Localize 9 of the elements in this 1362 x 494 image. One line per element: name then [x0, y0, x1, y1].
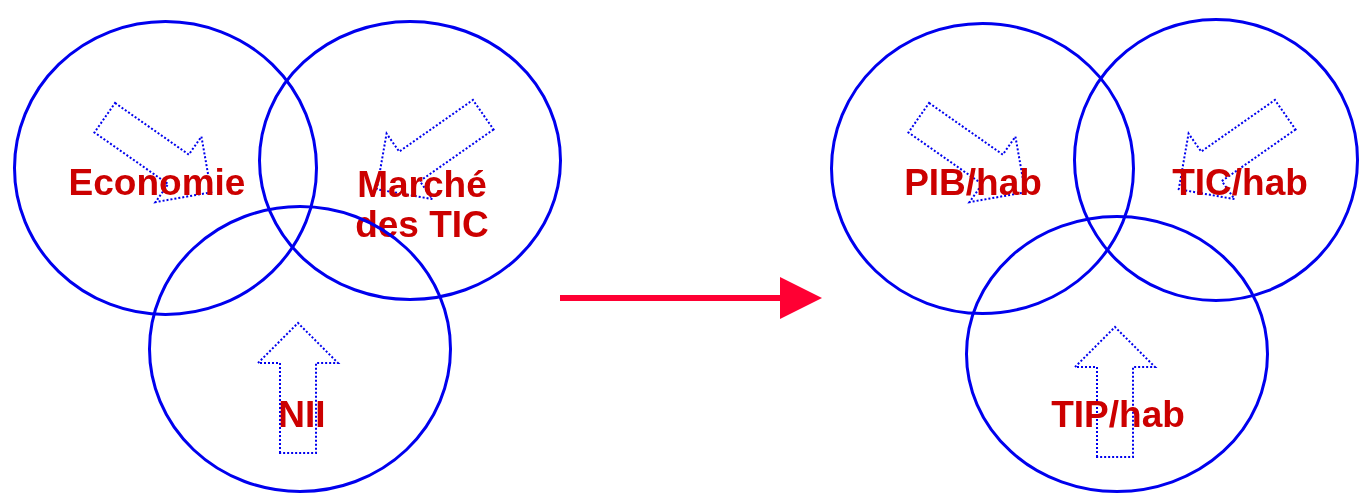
- venn-circle: [1073, 18, 1359, 302]
- venn-circle: [830, 22, 1135, 315]
- circle-label: TIP/hab: [1050, 395, 1186, 435]
- venn-circle: [258, 20, 562, 301]
- circle-label: PIB/hab: [903, 163, 1043, 203]
- circle-label: Economie: [67, 163, 247, 203]
- venn-circle: [13, 20, 318, 316]
- venn-circle: [965, 215, 1269, 493]
- circle-label: NII: [277, 395, 327, 435]
